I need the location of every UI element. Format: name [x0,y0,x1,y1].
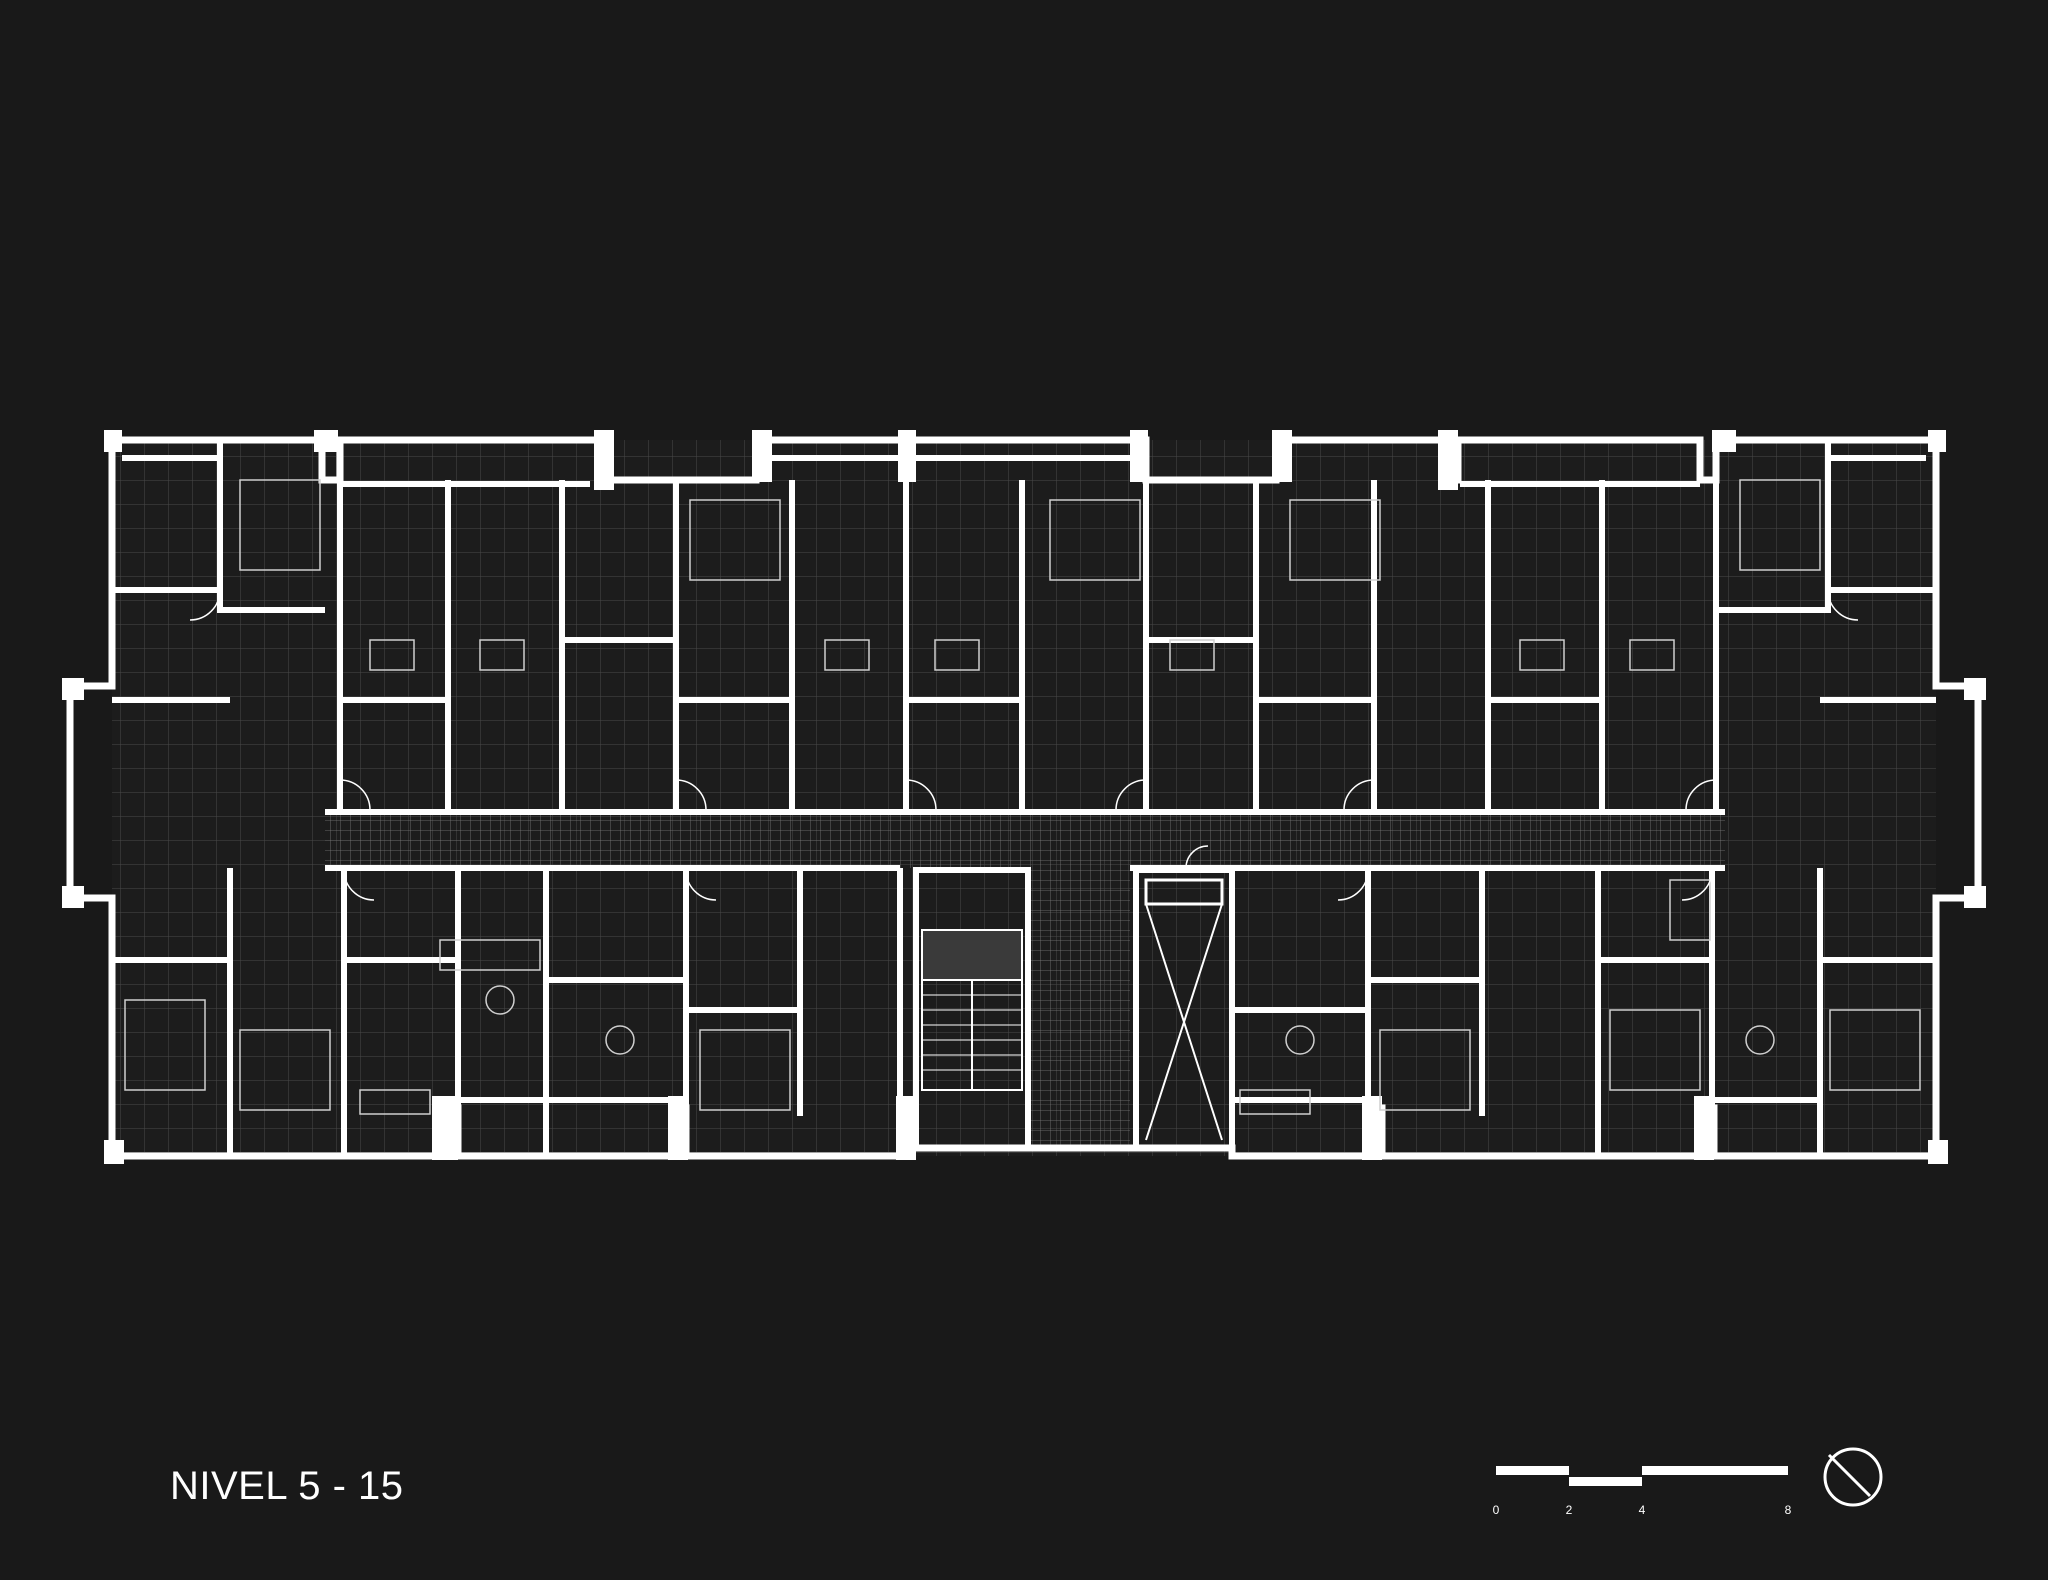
scale-tick-0: 0 [1492,1503,1500,1517]
door-swings [189,589,1859,901]
scale-tick-2: 2 [1565,1503,1573,1517]
scale-tick-8: 8 [1784,1503,1792,1517]
scale-tick-4: 4 [1638,1503,1646,1517]
furniture [124,479,1921,1115]
columns [62,430,1986,1164]
north-arrow-icon [1823,1447,1883,1507]
elevator-shaft [1133,867,1235,1151]
plan-title: NIVEL 5 - 15 [170,1464,404,1508]
scale-bar [1496,1466,1788,1486]
stair-core [913,867,1031,1151]
central-corridor [325,812,1725,1148]
